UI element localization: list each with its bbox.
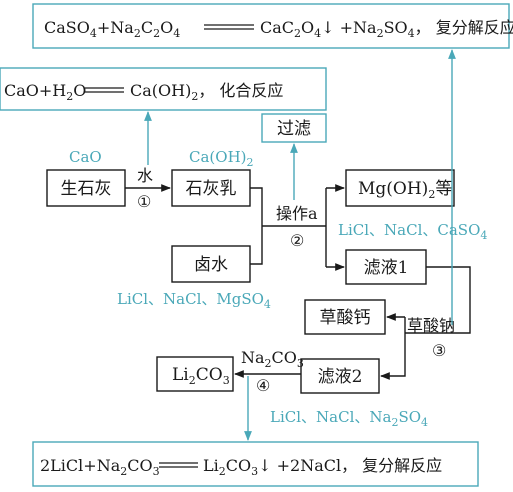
box-brine-label: 卤水 <box>194 255 228 275</box>
annotation-caoh2: Ca(OH)2 <box>189 148 254 169</box>
label-operation-a: 操作a <box>276 204 318 223</box>
connector-mix <box>250 187 263 265</box>
box-milk-of-lime-label: 石灰乳 <box>186 179 237 199</box>
filtration-box <box>261 113 327 143</box>
annotation-brine-contents: LiCl、NaCl、MgSO4 <box>117 290 271 311</box>
label-step3: ③ <box>432 341 446 360</box>
box-li2co3 <box>156 356 234 392</box>
box-mg-hydroxide <box>345 169 455 207</box>
equals-sign-bottom <box>159 462 198 468</box>
equation-top-text: CaSO4+Na2C2O4 <box>44 18 180 40</box>
label-step4: ④ <box>256 376 270 395</box>
box-calcium-oxalate-label: 草酸钙 <box>320 308 371 328</box>
box-calcium-oxalate <box>304 299 386 335</box>
label-water: 水 <box>137 166 153 185</box>
box-mg-hydroxide-label: Mg(OH)2等 <box>358 179 452 201</box>
filtration-label: 过滤 <box>277 119 311 139</box>
label-step2: ② <box>290 231 304 250</box>
box-milk-of-lime <box>171 169 251 207</box>
equals-sign-middle <box>85 87 124 93</box>
equals-sign-top <box>204 24 254 30</box>
equation-top-products: CaC2O4↓ +Na2SO4， 复分解反应 <box>260 18 513 40</box>
box-li2co3-label: Li2CO3 <box>172 365 230 387</box>
box-filtrate1-label: 滤液1 <box>364 258 409 278</box>
label-na2co3: Na2CO3 <box>241 348 304 370</box>
arrow-to-filtrate2 <box>380 317 406 380</box>
equation-middle-products: Ca(OH)2， 化合反应 <box>130 81 283 103</box>
box-quicklime <box>46 169 126 207</box>
label-sodium-oxalate: 草酸钠 <box>407 316 455 335</box>
label-step1: ① <box>137 192 151 211</box>
equation-middle-reactants: CaO+H2O <box>4 81 86 103</box>
equation-box-middle <box>0 67 327 111</box>
equation-bottom-reactants: 2LiCl+Na2CO3 <box>40 456 160 478</box>
annotation-cao: CaO <box>69 148 102 166</box>
annotation-filtrate2-contents: LiCl、NaCl、Na2SO4 <box>270 408 428 429</box>
equation-box-top <box>32 3 510 49</box>
annotation-filtrate1-contents: LiCl、NaCl、CaSO4 <box>338 221 487 242</box>
connector-filtrate1-out <box>405 266 471 334</box>
box-filtrate2-label: 滤液2 <box>318 367 363 387</box>
equation-box-bottom <box>32 441 479 487</box>
box-filtrate2 <box>300 358 380 394</box>
equation-bottom-products: Li2CO3↓ +2NaCl， 复分解反应 <box>203 456 442 478</box>
box-quicklime-label: 生石灰 <box>61 179 112 199</box>
